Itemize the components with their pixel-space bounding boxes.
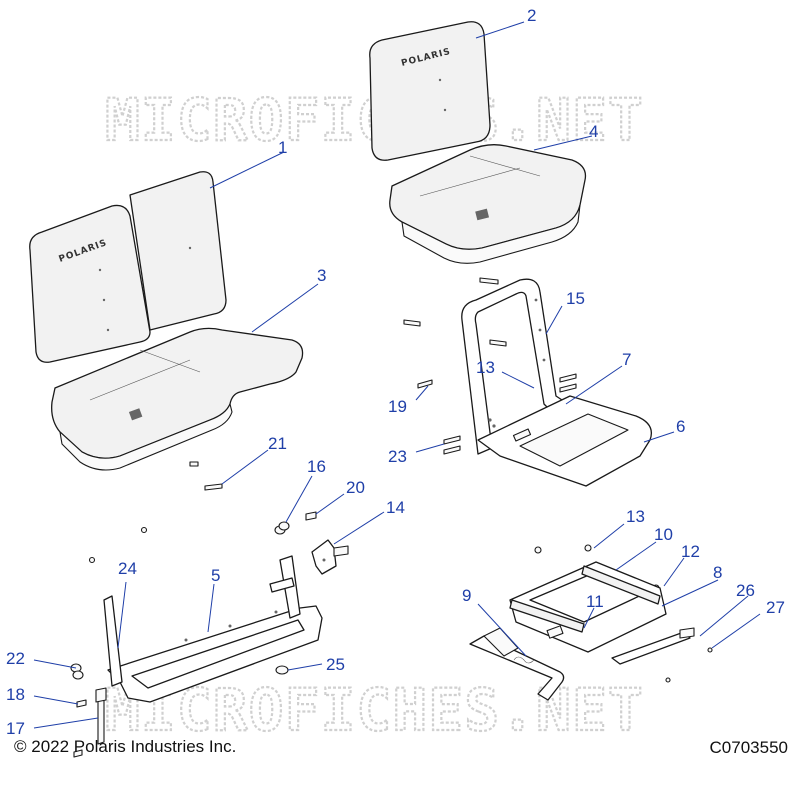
leader-lines	[33, 21, 761, 729]
callout-13-slider: 13	[626, 507, 645, 526]
hardware	[70, 277, 713, 758]
callout-23: 23	[388, 447, 407, 466]
mount-bracket	[311, 539, 349, 575]
callout-labels: 1 2 3 4 5 6 7 8 9 10 11 12 13 13 14 15 1…	[6, 6, 785, 738]
callout-12: 12	[681, 542, 700, 561]
callout-10: 10	[654, 525, 673, 544]
callout-19: 19	[388, 397, 407, 416]
callout-9: 9	[462, 586, 471, 605]
gas-strut	[95, 687, 107, 745]
callout-27: 27	[766, 598, 785, 617]
bucket-seat-bottom	[389, 144, 587, 264]
callout-8: 8	[713, 563, 722, 582]
latch-plate	[611, 627, 695, 665]
callout-2: 2	[527, 6, 536, 25]
callout-14: 14	[386, 498, 405, 517]
callout-26: 26	[736, 581, 755, 600]
callout-4: 4	[589, 122, 598, 141]
callout-20: 20	[346, 478, 365, 497]
callout-25: 25	[326, 655, 345, 674]
seat-frame	[461, 278, 653, 487]
callout-24: 24	[118, 559, 137, 578]
callout-3: 3	[317, 266, 326, 285]
callout-21: 21	[268, 434, 287, 453]
callout-6: 6	[676, 417, 685, 436]
drawing-id: C0703550	[709, 738, 788, 757]
callout-15: 15	[566, 289, 585, 308]
callout-7: 7	[622, 350, 631, 369]
bucket-seat-back: POLARIS	[369, 21, 491, 161]
callout-5: 5	[211, 566, 220, 585]
callout-13-frame: 13	[476, 358, 495, 377]
callout-18: 18	[6, 685, 25, 704]
callout-16: 16	[307, 457, 326, 476]
callout-1: 1	[278, 138, 287, 157]
callout-22: 22	[6, 649, 25, 668]
copyright-text: © 2022 Polaris Industries Inc.	[14, 737, 237, 756]
callout-17: 17	[6, 719, 25, 738]
bench-seat-bottom	[51, 327, 304, 471]
callout-11: 11	[586, 592, 604, 611]
bench-seat-back: POLARIS	[29, 171, 227, 363]
seat-base-support	[103, 555, 323, 703]
seat-slider-frame	[509, 561, 667, 653]
